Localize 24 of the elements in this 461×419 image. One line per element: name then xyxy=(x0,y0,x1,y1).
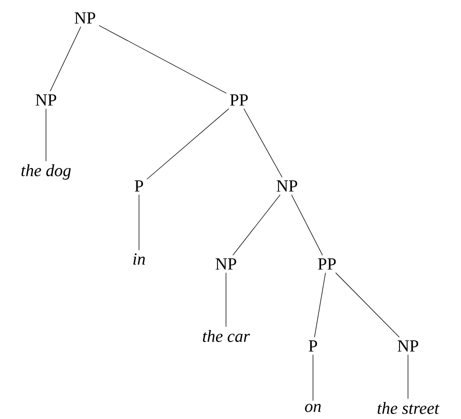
category-label: NP xyxy=(36,94,56,106)
branch-line xyxy=(232,194,280,256)
branch-line xyxy=(138,194,140,250)
branch-line xyxy=(291,194,323,256)
branch-line xyxy=(314,272,326,338)
leaf-word: on xyxy=(305,404,321,412)
leaf-word: the street xyxy=(378,402,440,414)
category-label: PP xyxy=(318,258,336,270)
category-label: P xyxy=(134,180,144,192)
category-label: NP xyxy=(74,12,96,24)
category-label: NP xyxy=(216,258,236,270)
branch-line xyxy=(50,26,82,92)
category-label: NP xyxy=(398,340,418,352)
branch-line xyxy=(98,25,227,94)
leaf-word: the dog xyxy=(22,164,71,180)
leaf-word: in xyxy=(133,253,145,265)
category-label: P xyxy=(308,340,318,352)
leaf-word: the car xyxy=(202,330,250,342)
category-label: PP xyxy=(230,94,248,106)
branch-line xyxy=(244,108,282,178)
branch-line xyxy=(146,108,230,180)
branch-line xyxy=(335,272,400,338)
category-label: NP xyxy=(276,180,298,192)
branch-line xyxy=(312,354,314,401)
